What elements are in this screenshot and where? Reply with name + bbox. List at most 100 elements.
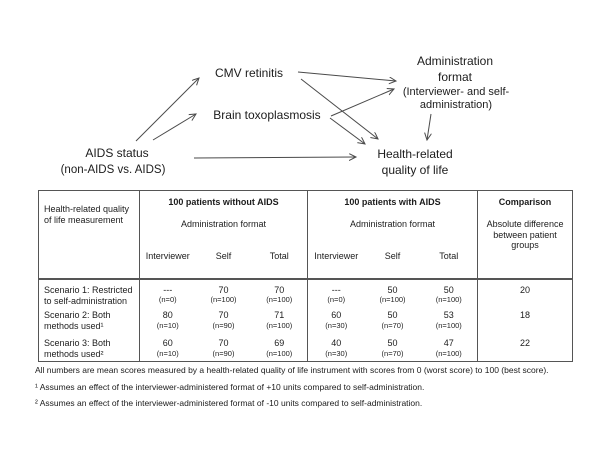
n-count: (n=90) xyxy=(212,348,235,358)
cell-value: 60 (n=30) xyxy=(307,307,365,335)
cell-value: 40 (n=30) xyxy=(307,335,365,361)
node-hrqol: Health-related quality of life xyxy=(377,147,453,177)
cell-value: 50 (n=100) xyxy=(364,277,421,307)
cell-value: 71 (n=100) xyxy=(252,307,308,335)
cell-value: 70 (n=90) xyxy=(196,335,252,361)
cell-value: 47 (n=100) xyxy=(421,335,478,361)
row-label: Scenario 3: Both methods used² xyxy=(44,338,111,360)
cell-value: 80 (n=10) xyxy=(139,307,196,335)
score: 70 xyxy=(218,310,229,320)
footnote-2: ² Assumes an effect of the interviewer-a… xyxy=(35,398,423,408)
score: 50 xyxy=(387,310,398,320)
comparison-value: 20 xyxy=(520,284,531,295)
n-count: (n=70) xyxy=(381,348,404,358)
group-title-with-aids: 100 patients with AIDS xyxy=(344,197,441,207)
comparison-title: Comparison xyxy=(498,197,552,207)
score: 71 xyxy=(274,310,285,320)
score: 50 xyxy=(443,284,454,295)
row-label: Scenario 1: Restricted to self-administr… xyxy=(38,277,140,307)
subheader-self-with: Self xyxy=(384,250,401,261)
n-count: (n=10) xyxy=(156,320,179,330)
score: 40 xyxy=(331,338,342,348)
arrow-cmv-to-admin xyxy=(297,71,396,81)
n-count: (n=0) xyxy=(158,295,177,305)
score: 70 xyxy=(218,338,229,348)
footnotes: All numbers are mean scores measured by … xyxy=(35,365,595,415)
score: 50 xyxy=(387,338,398,348)
score: 70 xyxy=(218,284,229,295)
header-group-with-aids: 100 patients with AIDS Administration fo… xyxy=(306,190,478,243)
subheader-interviewer-without: Interviewer xyxy=(139,242,196,279)
cell-comparison: 18 xyxy=(477,307,573,335)
score: 80 xyxy=(162,310,173,320)
node-aids-status-title: AIDS status xyxy=(85,146,149,160)
score: --- xyxy=(331,284,341,295)
cell-value: 53 (n=100) xyxy=(421,307,478,335)
cell-value: 70 (n=100) xyxy=(195,277,252,307)
comparison-value: 22 xyxy=(520,338,531,348)
node-brain-toxoplasmosis: Brain toxoplasmosis xyxy=(213,108,321,122)
header-group-without-aids: 100 patients without AIDS Administration… xyxy=(139,190,308,243)
table-row-scenario-2: Scenario 2: Both methods used¹ 80 (n=10)… xyxy=(39,307,573,335)
cell-comparison: 22 xyxy=(477,335,573,361)
subheader-total-with: Total xyxy=(439,250,459,261)
score: 47 xyxy=(443,338,454,348)
n-count: (n=70) xyxy=(381,320,404,330)
node-administration-format-title: Administration format xyxy=(416,54,494,84)
footnote-general: All numbers are mean scores measured by … xyxy=(35,365,549,375)
score: 70 xyxy=(274,284,285,295)
comparison-subtitle: Absolute difference between patient grou… xyxy=(486,218,564,251)
footnote-1: ¹ Assumes an effect of the interviewer-a… xyxy=(35,381,425,392)
arrow-aids-to-hrqol xyxy=(193,157,356,158)
n-count: (n=100) xyxy=(435,320,462,330)
n-count: (n=0) xyxy=(327,295,346,305)
node-administration-format-sub: (Interviewer- and self-administration) xyxy=(402,86,510,111)
row-label: Scenario 2: Both methods used¹ xyxy=(44,310,111,332)
comparison-value: 18 xyxy=(520,310,531,320)
cell-value: 50 (n=70) xyxy=(365,335,421,361)
arrow-brain-to-hrqol xyxy=(329,117,365,144)
cell-value: --- (n=0) xyxy=(139,277,196,307)
n-count: (n=30) xyxy=(325,320,348,330)
cell-value: --- (n=0) xyxy=(307,277,365,307)
arrow-aids-to-cmv xyxy=(135,78,199,142)
subheader-self-without: Self xyxy=(215,250,232,261)
cell-comparison: 20 xyxy=(477,277,573,307)
n-count: (n=100) xyxy=(266,295,293,305)
arrow-admin-to-hrqol xyxy=(427,113,431,140)
header-comparison: Comparison Absolute difference between p… xyxy=(477,190,573,279)
group-subtitle-with-aids: Administration format xyxy=(349,218,436,229)
n-count: (n=100) xyxy=(266,320,293,330)
cell-value: 69 (n=100) xyxy=(252,335,308,361)
n-count: (n=100) xyxy=(435,348,462,358)
header-measurement: Health-related quality of life measureme… xyxy=(44,204,130,226)
cell-value: 70 (n=100) xyxy=(251,277,308,307)
table-row-scenario-1: Scenario 1: Restricted to self-administr… xyxy=(38,277,573,307)
n-count: (n=100) xyxy=(379,295,406,305)
n-count: (n=10) xyxy=(156,348,179,358)
cell-value: 60 (n=10) xyxy=(139,335,196,361)
score: --- xyxy=(163,284,173,295)
arrow-brain-to-admin xyxy=(330,89,394,117)
n-count: (n=100) xyxy=(266,348,293,358)
scenario-table: Health-related quality of life measureme… xyxy=(38,190,574,362)
score: 53 xyxy=(443,310,454,320)
arrow-cmv-to-hrqol xyxy=(300,78,378,139)
table-row-scenario-3: Scenario 3: Both methods used² 60 (n=10)… xyxy=(39,335,573,361)
score: 60 xyxy=(331,310,342,320)
subheader-total-without: Total xyxy=(269,250,289,261)
cell-value: 70 (n=90) xyxy=(196,307,252,335)
n-count: (n=100) xyxy=(435,295,462,305)
score: 50 xyxy=(387,284,398,295)
cell-value: 50 (n=100) xyxy=(420,277,478,307)
group-title-without-aids: 100 patients without AIDS xyxy=(168,197,279,207)
node-aids-status-sub: (non-AIDS vs. AIDS) xyxy=(60,164,166,176)
n-count: (n=100) xyxy=(210,295,237,305)
diagram-arrows xyxy=(135,71,600,190)
n-count: (n=90) xyxy=(212,320,235,330)
cell-value: 50 (n=70) xyxy=(365,307,421,335)
subheader-interviewer-with: Interviewer xyxy=(307,242,365,279)
n-count: (n=30) xyxy=(325,348,348,358)
group-subtitle-without-aids: Administration format xyxy=(180,218,267,229)
